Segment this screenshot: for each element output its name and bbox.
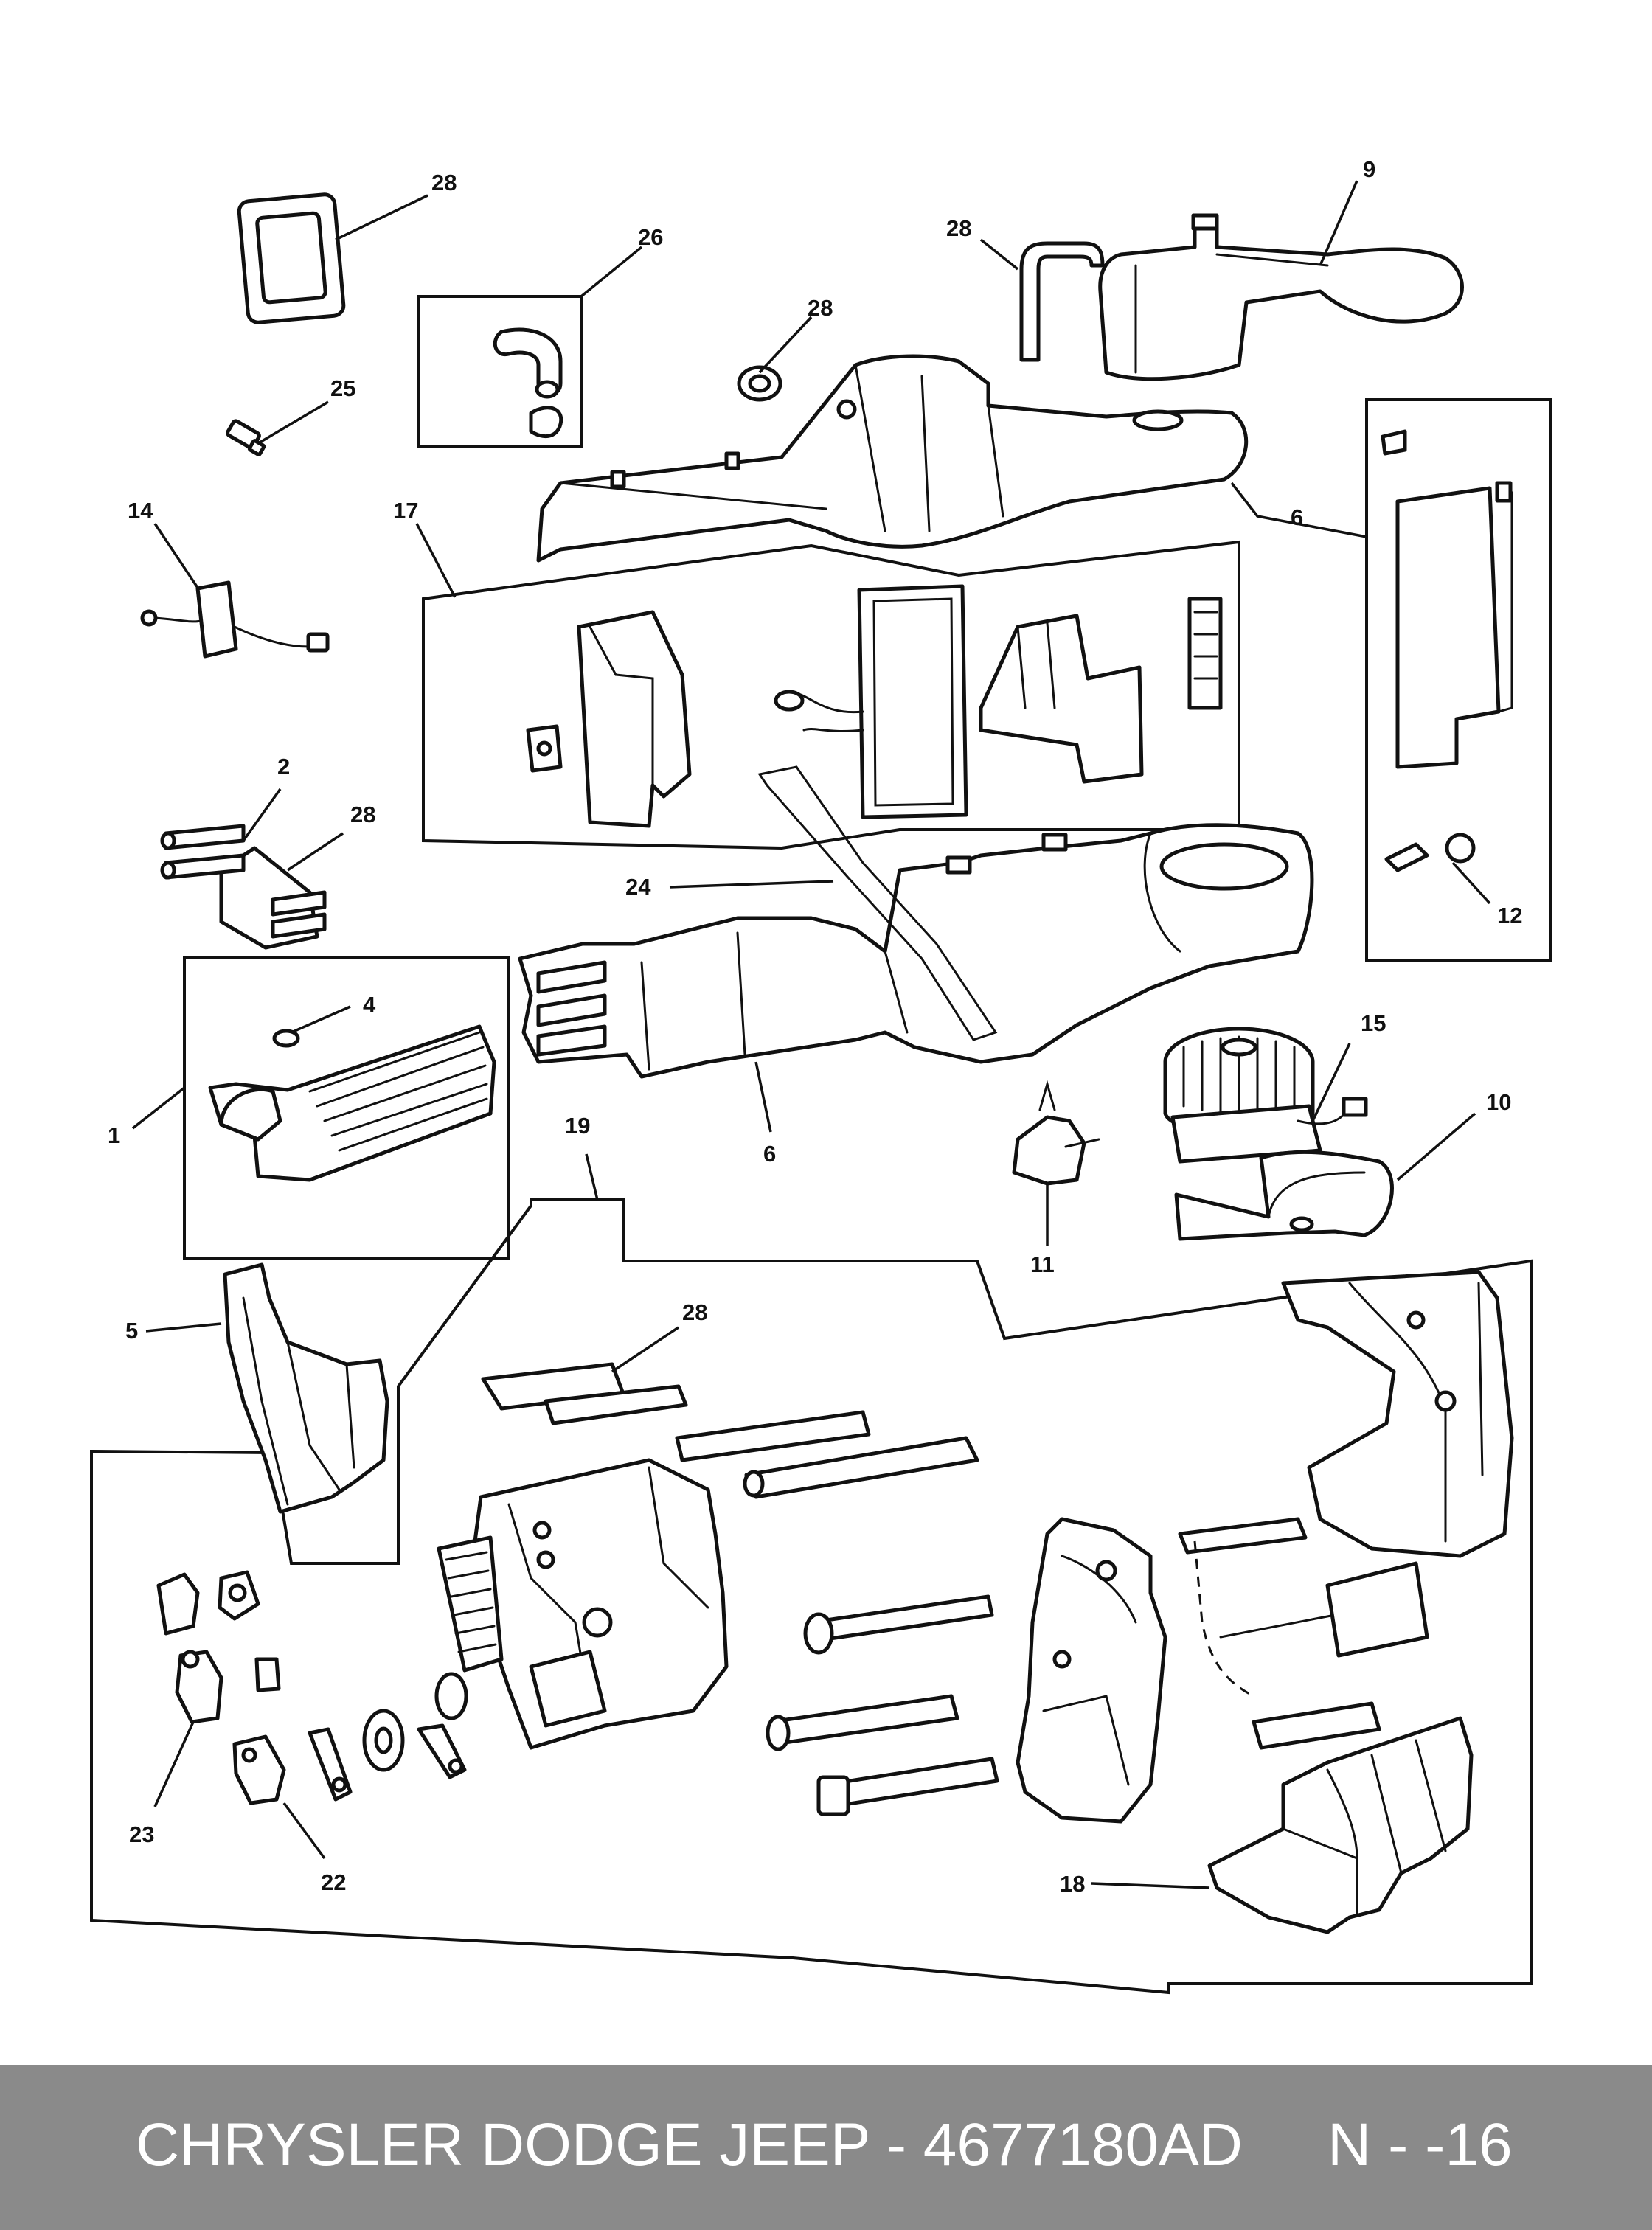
filter-17 <box>1187 597 1223 710</box>
leader-lines <box>131 180 1491 1889</box>
frame-group-26 <box>417 295 583 448</box>
frame-group-right <box>1365 398 1552 962</box>
switch-14 <box>140 580 330 659</box>
duct-5 <box>223 1262 389 1514</box>
lever-b <box>417 1723 467 1779</box>
door-28e <box>481 1362 688 1425</box>
callout-2: 2 <box>277 754 290 779</box>
callout-6: 6 <box>1291 504 1303 530</box>
lever-a <box>308 1727 353 1802</box>
footer-bar: CHRYSLER DODGE JEEP - 4677180AD N - -16 <box>0 2065 1652 2230</box>
case-19-right <box>1016 1517 1167 1824</box>
duct-9 <box>1098 213 1464 381</box>
callout-18: 18 <box>1060 1871 1085 1897</box>
drain-housing-17 <box>979 614 1144 784</box>
callout-22: 22 <box>321 1869 346 1895</box>
callout-28: 28 <box>350 802 375 827</box>
hose-26 <box>493 327 563 439</box>
shaft-door-a <box>803 1594 994 1655</box>
gasket-28a <box>237 192 346 324</box>
tube-28c <box>1019 241 1105 362</box>
callout-1: 1 <box>108 1122 120 1148</box>
shaft-door-b <box>766 1694 959 1751</box>
callout-14: 14 <box>128 498 153 524</box>
part-number-title: CHRYSLER DODGE JEEP - 4677180AD <box>136 2111 1243 2178</box>
seal-17a <box>526 724 563 773</box>
actuator-22 <box>232 1734 286 1805</box>
page-reference: N - -16 <box>1328 2111 1513 2178</box>
frame-group-19 <box>90 1198 1533 1995</box>
heater-assembly-1 <box>208 1024 496 1182</box>
case-top-right <box>1281 1270 1514 1558</box>
heater-core-2 <box>160 824 327 950</box>
actuator-a <box>156 1572 200 1636</box>
frame-group-1 <box>183 956 510 1260</box>
callout-6: 6 <box>763 1141 776 1167</box>
housing-6-lower <box>518 765 1314 1079</box>
actuator-b <box>218 1570 260 1621</box>
callout-labels: 28 26 28 28 9 25 14 17 6 2 28 24 12 4 1 … <box>108 156 1522 1897</box>
evaporator-17 <box>774 584 968 819</box>
hvac-exploded-diagram: 28 26 28 28 9 25 14 17 6 2 28 24 12 4 1 … <box>90 156 1552 1995</box>
clip-small-a <box>254 1657 281 1692</box>
callout-25: 25 <box>330 375 355 401</box>
callout-15: 15 <box>1361 1010 1386 1036</box>
callout-24: 24 <box>625 874 651 900</box>
grommet-28b <box>737 365 782 402</box>
callout-4: 4 <box>363 992 376 1018</box>
callout-28: 28 <box>431 170 457 195</box>
callout-10: 10 <box>1486 1089 1511 1115</box>
shaft-door-c <box>816 1757 999 1816</box>
gear-a <box>362 1709 405 1772</box>
door-strip-a <box>675 1410 871 1462</box>
clip-12 <box>1384 833 1476 872</box>
callout-17: 17 <box>393 498 418 524</box>
callout-19: 19 <box>565 1113 590 1139</box>
gear-b <box>434 1672 468 1720</box>
door-right-a <box>1178 1517 1308 1555</box>
callout-28: 28 <box>808 295 833 321</box>
blower-motor-15 <box>1163 1027 1368 1164</box>
door-right-b <box>1219 1561 1429 1658</box>
door-panel <box>1381 429 1513 769</box>
door-right-c <box>1252 1701 1381 1750</box>
housing-6-upper <box>536 354 1249 563</box>
callout-9: 9 <box>1363 156 1375 182</box>
callout-28: 28 <box>946 215 971 241</box>
callout-23: 23 <box>129 1821 154 1847</box>
callout-28: 28 <box>682 1299 707 1325</box>
callout-11: 11 <box>1030 1251 1055 1277</box>
cover-17 <box>577 610 692 828</box>
callout-5: 5 <box>125 1318 138 1344</box>
callout-26: 26 <box>638 224 663 250</box>
assembly-dashline <box>1193 1540 1254 1698</box>
actuator-23 <box>175 1650 223 1724</box>
sensor-25 <box>226 419 266 456</box>
blower-housing-10 <box>1174 1150 1394 1241</box>
case-19-left <box>437 1458 729 1750</box>
door-strip-b <box>743 1436 979 1499</box>
actuator-11 <box>1012 1080 1100 1186</box>
case-18 <box>1207 1716 1474 1934</box>
callout-12: 12 <box>1497 903 1522 928</box>
